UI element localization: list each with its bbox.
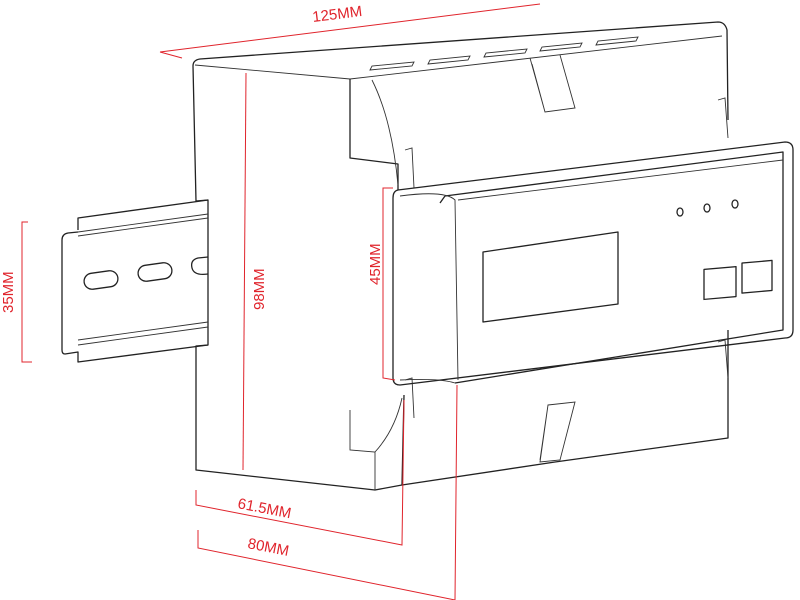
dim-front-height-label: 45MM bbox=[367, 243, 384, 285]
lcd-display bbox=[482, 231, 619, 323]
button-1[interactable] bbox=[703, 265, 737, 301]
front-panel bbox=[392, 141, 794, 386]
din-rail bbox=[61, 199, 209, 363]
dimension-lines bbox=[21, 3, 541, 600]
dim-length-label: 125MM bbox=[311, 3, 363, 26]
led-indicator bbox=[703, 203, 711, 213]
dim-depth-total-label: 80MM bbox=[246, 535, 290, 560]
rail-slot bbox=[137, 262, 173, 282]
meter-body bbox=[192, 21, 729, 491]
dim-height-label: 98MM bbox=[251, 268, 268, 310]
rail-slot bbox=[83, 270, 119, 290]
button-2[interactable] bbox=[741, 259, 773, 294]
led-indicator bbox=[676, 207, 684, 217]
led-indicator bbox=[731, 199, 739, 209]
dim-rail-width-label: 35MM bbox=[0, 271, 17, 313]
